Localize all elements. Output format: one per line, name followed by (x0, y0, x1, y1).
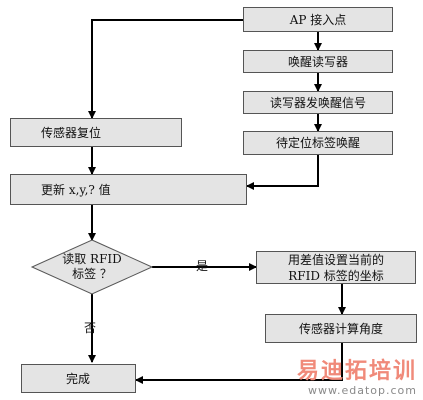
node-sensor-compute-angle: 传感器计算角度 (265, 314, 417, 343)
node-sensor-reset: 传感器复位 (10, 118, 182, 147)
watermark: 易迪拓培训 www.edatop.com (296, 359, 417, 398)
arrow-tag-to-update (246, 155, 319, 190)
node-wake-reader: 唤醒读写器 (243, 50, 393, 73)
node-read-rfid-tag-line2: 标签 ？ (72, 267, 112, 281)
arrow-ap-to-sensor-reset (88, 19, 243, 119)
node-sensor-reset-label: 传感器复位 (41, 125, 102, 140)
edge-label-no: 否 (84, 321, 97, 335)
node-set-coordinates: 用差值设置当前的 RFID 标签的坐标 (256, 251, 416, 284)
node-reader-send-wake-signal: 读写器发唤醒信号 (243, 91, 393, 114)
node-read-rfid-tag-line1: 读取 RFID (62, 252, 122, 266)
node-tag-waiting-wake: 待定位标签唤醒 (243, 131, 393, 155)
arrow-angle-to-complete (135, 343, 343, 384)
node-set-coordinates-line2: RFID 标签的坐标 (288, 268, 384, 283)
edge-label-yes: 是 (196, 259, 209, 273)
node-complete-label: 完成 (66, 371, 91, 386)
node-read-rfid-tag: 读取 RFID 标签 ？ (44, 252, 140, 282)
node-update-values-label: 更新 x,y,? 值 (41, 182, 111, 197)
watermark-url: www.edatop.com (308, 384, 417, 397)
node-ap-access-point-label: AP 接入点 (289, 12, 347, 27)
decision-diamond (30, 239, 154, 295)
node-tag-waiting-wake-label: 待定位标签唤醒 (275, 136, 360, 150)
node-sensor-compute-angle-label: 传感器计算角度 (298, 321, 383, 336)
node-reader-send-wake-signal-label: 读写器发唤醒信号 (269, 95, 366, 110)
node-ap-access-point: AP 接入点 (243, 7, 393, 32)
node-update-values: 更新 x,y,? 值 (10, 174, 247, 205)
node-wake-reader-label: 唤醒读写器 (287, 54, 348, 69)
node-set-coordinates-line1: 用差值设置当前的 (287, 252, 384, 267)
watermark-brand: 易迪拓培训 (296, 359, 417, 384)
node-complete: 完成 (21, 364, 136, 393)
